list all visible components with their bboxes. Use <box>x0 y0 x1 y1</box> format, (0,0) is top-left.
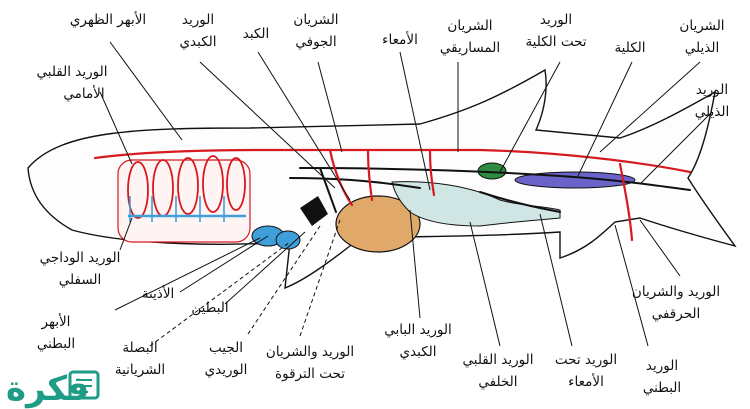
label-atrium: الأذينة <box>142 285 175 302</box>
label-conus-1: البصلة <box>122 340 157 356</box>
label-subclavian-1: الوريد والشريان <box>266 344 354 360</box>
label-caudal-artery-2: الذيلي <box>685 40 719 56</box>
label-kidney: الكلية <box>614 40 645 56</box>
label-posterior-cardinal-1: الوريد القلبي <box>463 352 534 368</box>
label-conus-2: الشريانية <box>115 362 165 378</box>
caudal-vein-vessel <box>299 167 691 191</box>
artery-branches <box>328 148 634 242</box>
label-ventral-vein-1: الوريد <box>646 358 678 374</box>
label-iliac-1: الوريد والشريان <box>632 284 720 300</box>
label-coeliac-artery-2: الجوفي <box>295 34 336 50</box>
label-inferior-jugular-1: الوريد الوداجي <box>40 250 121 266</box>
label-sinus-1: الجيب <box>209 340 243 356</box>
label-inferior-jugular-2: السفلي <box>59 272 101 288</box>
gill-arches <box>127 155 246 222</box>
label-sinus-2: الوريدي <box>205 362 248 378</box>
label-subclavian-2: تحت الترقوة <box>275 366 345 382</box>
label-anterior-cardinal-1: الوريد القلبي <box>37 64 108 80</box>
label-subintestinal-1: الوريد تحت <box>555 352 617 368</box>
label-subintestinal-2: الأمعاء <box>568 373 604 390</box>
dorsal-aorta-vessel <box>93 148 692 174</box>
leader-lines <box>99 41 713 347</box>
posterior-cardinal-vessel <box>289 177 421 189</box>
label-mesenteric-artery-1: الشريان <box>447 18 492 34</box>
label-ventricle: البطين <box>191 300 228 316</box>
vein-branches <box>319 167 561 213</box>
liver-organ <box>335 195 421 253</box>
label-ventral-vein-2: البطني <box>643 380 681 396</box>
label-ventral-aorta-2: البطني <box>37 336 75 352</box>
label-hepatic-vein-2: الكبدي <box>179 34 216 50</box>
label-hepatic-portal-2: الكبدي <box>399 344 436 360</box>
label-caudal-artery-1: الشريان <box>679 18 724 34</box>
label-dorsal-aorta: الأبهر الظهري <box>70 11 146 28</box>
heart <box>251 196 328 250</box>
fikra-logo: فكرة <box>6 369 100 409</box>
label-ventral-aorta-1: الأبهر <box>41 313 71 330</box>
label-anterior-cardinal-2: الأمامي <box>63 85 104 102</box>
label-liver: الكبد <box>243 26 269 42</box>
label-hepatic-vein-1: الوريد <box>182 12 214 28</box>
logo-text: فكرة <box>6 369 89 409</box>
label-iliac-2: الحرقفي <box>652 306 701 322</box>
label-mesenteric-artery-2: المساريقي <box>440 40 500 56</box>
label-caudal-vein-1: الوريد <box>696 82 728 98</box>
label-coeliac-artery-1: الشريان <box>293 12 338 28</box>
label-intestine: الأمعاء <box>382 31 418 48</box>
label-caudal-vein-2: الذيلي <box>695 104 729 120</box>
label-subrenal-vein-2: تحت الكلية <box>525 34 586 50</box>
gill-region <box>117 159 251 243</box>
label-subrenal-vein-1: الوريد <box>540 12 572 28</box>
label-posterior-cardinal-2: الخلفي <box>478 374 517 390</box>
label-hepatic-portal-1: الوريد البابي <box>384 322 452 338</box>
